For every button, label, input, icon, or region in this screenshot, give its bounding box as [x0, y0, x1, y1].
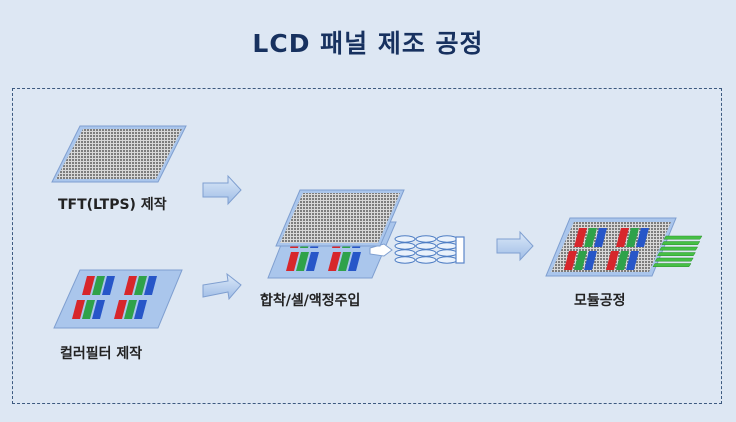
- fpc-line: [656, 252, 696, 256]
- color-stripe: [574, 228, 587, 247]
- fpc-line: [661, 241, 701, 245]
- color-stripe: [626, 228, 639, 247]
- color-stripe: [134, 276, 147, 295]
- color-stripe: [574, 251, 587, 270]
- color-stripe: [616, 251, 629, 270]
- color-stripe: [584, 251, 597, 270]
- label-module: 모듈공정: [574, 293, 626, 309]
- color-stripe: [92, 276, 105, 295]
- color-stripe: [102, 276, 115, 295]
- arrow-cf-to-assembly: [202, 272, 242, 301]
- lc-molecule: [436, 249, 458, 257]
- color-stripe: [636, 228, 649, 247]
- liquid-crystal-molecules: [394, 235, 458, 264]
- color-stripe: [286, 252, 299, 271]
- color-stripe: [114, 300, 127, 319]
- lc-molecule: [415, 256, 437, 264]
- color-stripe: [616, 228, 629, 247]
- lc-molecule: [394, 242, 416, 250]
- lc-molecule: [436, 256, 458, 264]
- arrow-assembly-to-module: [496, 230, 534, 262]
- assembly-top-panel: [275, 189, 405, 247]
- color-stripe: [338, 252, 351, 271]
- lc-molecule: [415, 249, 437, 257]
- lc-molecule: [394, 249, 416, 257]
- label-color-filter: 컬러필터 제작: [60, 346, 143, 362]
- lc-molecule: [415, 242, 437, 250]
- lc-cartridge: [455, 236, 465, 264]
- arrow-tft-to-assembly: [202, 174, 242, 206]
- label-assembly: 합착/셀/액정주입: [260, 293, 361, 309]
- process-frame: [12, 88, 722, 404]
- color-stripe: [82, 276, 95, 295]
- color-stripe: [82, 300, 95, 319]
- module-color-stripes: [564, 228, 649, 270]
- label-tft: TFT(LTPS) 제작: [58, 197, 167, 213]
- lc-molecule: [436, 235, 458, 243]
- fpc-line: [659, 246, 699, 251]
- tft-panel: [51, 125, 187, 183]
- color-stripe: [594, 228, 607, 247]
- flexible-circuit-lines: [652, 235, 703, 267]
- color-stripe: [564, 251, 577, 270]
- color-stripe: [124, 276, 137, 295]
- color-stripe: [134, 300, 147, 319]
- lc-molecule: [415, 235, 437, 243]
- color-stripe: [328, 252, 341, 271]
- module-panel: [545, 217, 677, 277]
- color-stripe: [296, 252, 309, 271]
- fpc-line: [663, 235, 703, 240]
- color-stripe: [92, 300, 105, 319]
- page-title: LCD 패널 제조 공정: [252, 29, 484, 58]
- fpc-line: [652, 263, 692, 267]
- lc-molecule: [436, 242, 458, 250]
- color-stripe: [306, 252, 319, 271]
- fpc-line: [654, 257, 694, 262]
- lc-injection-nozzle: [369, 243, 393, 257]
- lc-molecule: [394, 235, 416, 243]
- color-stripe: [626, 251, 639, 270]
- color-stripe: [584, 228, 597, 247]
- color-stripe: [348, 252, 361, 271]
- color-stripe: [72, 300, 85, 319]
- color-filter-stripes: [72, 276, 157, 319]
- lc-molecule: [394, 256, 416, 264]
- color-filter-panel: [53, 269, 183, 329]
- color-stripe: [124, 300, 137, 319]
- color-stripe: [606, 251, 619, 270]
- color-stripe: [144, 276, 157, 295]
